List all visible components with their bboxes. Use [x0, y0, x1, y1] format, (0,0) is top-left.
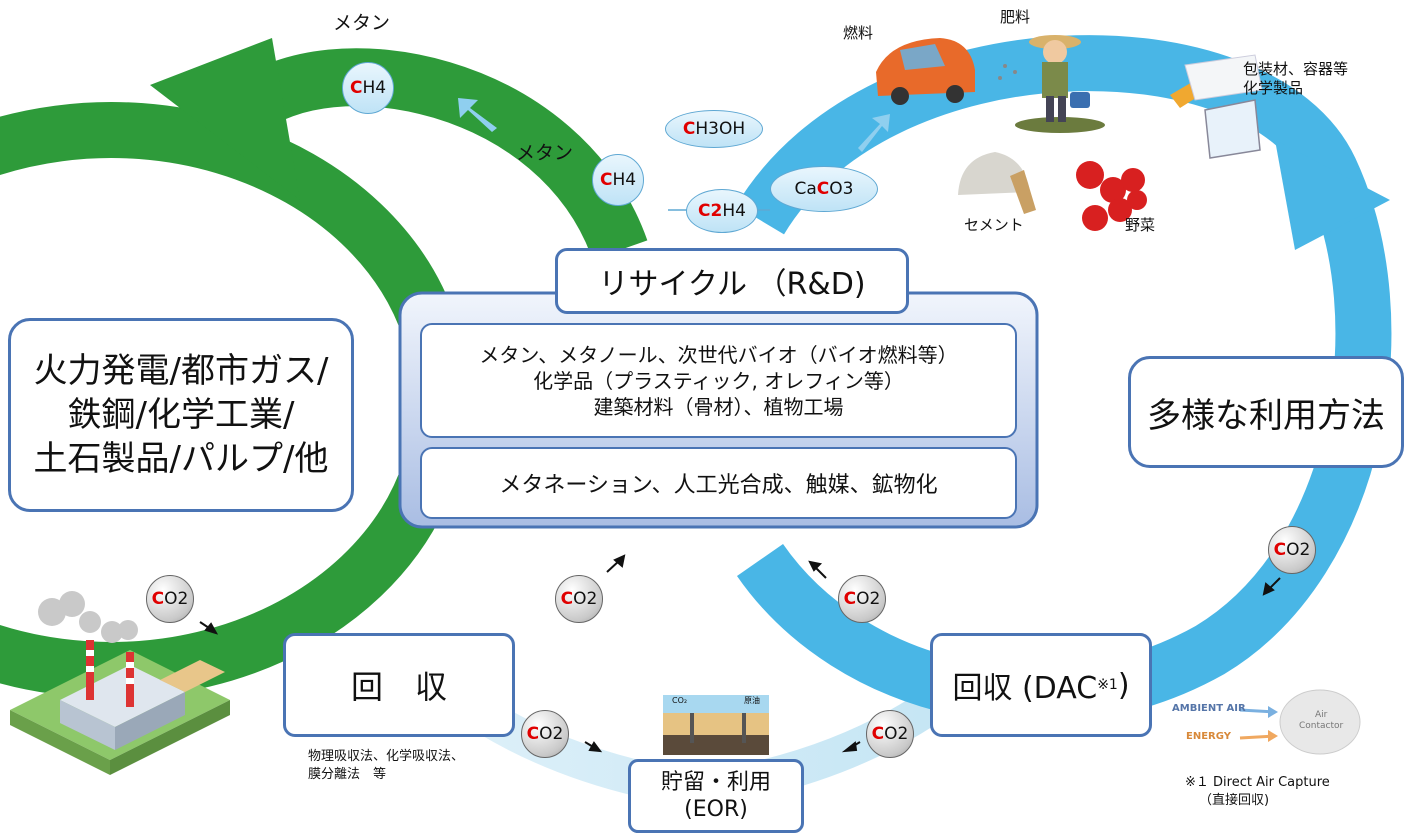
dac-box: 回収 (DAC※1) — [930, 633, 1152, 737]
green-loop — [0, 102, 457, 698]
energy-label: ENERGY — [1186, 731, 1231, 742]
fertilizer-label: 肥料 — [1000, 8, 1031, 26]
capture-box: 回 収 — [283, 633, 515, 737]
farmer-illustration — [998, 35, 1105, 133]
air-contactor-label: Air Contactor — [1299, 710, 1344, 732]
vegetables-label: 野菜 — [1125, 216, 1156, 234]
green-arrowhead — [150, 38, 300, 200]
blue-arrowhead — [1275, 140, 1390, 250]
cement-illustration — [958, 152, 1036, 214]
cement-label: セメント — [964, 216, 1024, 234]
eor-illustration — [663, 695, 769, 755]
storage-box: 貯留・利用 (EOR) — [628, 759, 804, 833]
packaging-illustration — [1170, 54, 1263, 159]
rd-title-box: リサイクル （R&D) — [555, 248, 909, 314]
eor-co2-label: CO₂ — [672, 696, 688, 705]
ambient-air-label: AMBIENT AIR — [1172, 703, 1246, 714]
car-illustration — [876, 38, 975, 105]
vegetables-illustration — [1076, 161, 1147, 231]
green-upper-arc — [226, 48, 648, 261]
co2-arrows — [199, 554, 1281, 753]
dac-illustration — [1239, 689, 1361, 755]
emission-sources-box: 火力発電/都市ガス/ 鉄鋼/化学工業/ 土石製品/パルプ/他 — [8, 318, 354, 512]
fuel-label: 燃料 — [843, 24, 874, 42]
rd-methods-box: メタネーション、人工光合成、触媒、鉱物化 — [420, 447, 1017, 519]
rd-items-box: メタン、メタノール、次世代バイオ（バイオ燃料等） 化学品（プラスティック, オレ… — [420, 323, 1017, 438]
utilization-box: 多様な利用方法 — [1128, 356, 1404, 468]
factory-illustration — [10, 591, 230, 775]
arrow-fuel-up — [858, 114, 890, 152]
arrow-methane-up — [458, 98, 497, 132]
dac-footnote: ※１ Direct Air Capture （直接回収) — [1185, 775, 1330, 808]
capture-methods-note: 物理吸収法、化学吸収法、 膜分離法 等 — [308, 749, 465, 782]
methane-label-top: メタン — [333, 12, 391, 34]
eor-oil-label: 原油 — [744, 696, 760, 705]
packaging-label: 包装材、容器等 化学製品 — [1243, 60, 1349, 97]
methane-label-mid: メタン — [516, 142, 574, 164]
